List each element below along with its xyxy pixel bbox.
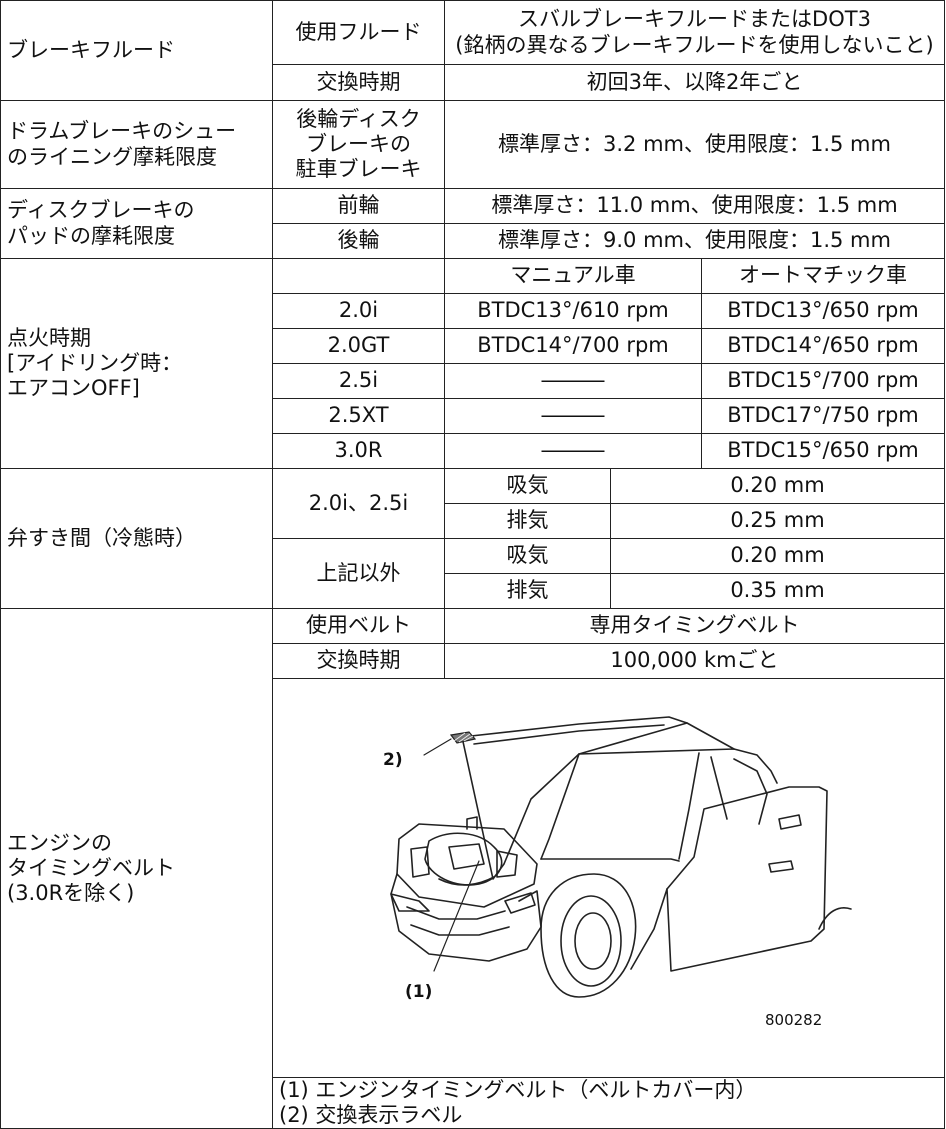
note-item: (2) 交換表示ラベル (279, 1102, 463, 1127)
valve-label: 弁すき間（冷態時） (0, 468, 273, 609)
brake-fluid-use-value: スバルブレーキフルードまたはDOT3 (銘柄の異なるブレーキフルードを使用しない… (444, 0, 945, 65)
valve-intake-label: 吸気 (444, 468, 611, 504)
belt-line (540, 858, 680, 862)
valve-model: 2.0i、2.5i (272, 468, 445, 539)
rear-quarter-window (733, 758, 768, 825)
figure-code: 800282 (765, 1011, 822, 1029)
front-rim (574, 912, 612, 970)
hood-edge-line (473, 724, 665, 745)
ignition-model: 2.5i (272, 363, 445, 399)
ignition-auto: BTDC15°/650 rpm (701, 433, 945, 469)
timing-belt-label: エンジンの タイミングベルト (3.0Rを除く) (0, 608, 273, 1129)
car-figure-cell: 2) (1) 800282 (272, 677, 945, 1079)
disc-brake-wheel: 前輪 (272, 188, 445, 224)
ignition-col-auto: オートマチック車 (701, 258, 945, 294)
callout-label-1: (1) (405, 982, 432, 1002)
door-handle (778, 814, 802, 830)
timing-belt-cover (448, 843, 485, 870)
open-door (666, 786, 828, 972)
ignition-manual: ――― (444, 398, 702, 434)
valve-intake-label: 吸気 (444, 538, 611, 574)
disc-brake-value: 標準厚さ：11.0 mm、使用限度：1.5 mm (444, 188, 945, 224)
ignition-model: 3.0R (272, 433, 445, 469)
drum-brake-value: 標準厚さ：3.2 mm、使用限度：1.5 mm (444, 100, 945, 189)
brake-fluid-interval-value: 初回3年、以降2年ごと (444, 64, 945, 101)
timing-belt-interval-value: 100,000 kmごと (444, 643, 945, 679)
headlight-left (390, 893, 430, 912)
engine-hose (438, 876, 495, 886)
headlight-right (504, 892, 536, 914)
note-item: (1) エンジンタイミングベルト（ベルトカバー内） (279, 1078, 757, 1103)
ignition-auto: BTDC14°/650 rpm (701, 328, 945, 364)
window-frame (710, 756, 728, 820)
ignition-manual: BTDC14°/700 rpm (444, 328, 702, 364)
valve-exhaust-value: 0.25 mm (610, 503, 945, 539)
engine-bay-outline (396, 823, 538, 908)
ignition-manual: ――― (444, 433, 702, 469)
ignition-manual: BTDC13°/610 rpm (444, 293, 702, 329)
replacement-label-patch (449, 731, 477, 744)
ignition-model: 2.0GT (272, 328, 445, 364)
brake-fluid-interval-label: 交換時期 (272, 64, 445, 101)
rear-wheel-arch (818, 907, 852, 930)
engine-cap (466, 816, 478, 830)
brake-fluid-label: ブレーキフルード (0, 0, 273, 101)
callout-line-1 (433, 860, 480, 972)
timing-belt-belt-value: 専用タイミングベルト (444, 608, 945, 644)
figure-notes: (1) エンジンタイミングベルト（ベルトカバー内） (2) 交換表示ラベル (272, 1077, 945, 1129)
battery (410, 846, 430, 878)
a-pillar (540, 753, 580, 860)
callout-line-2 (423, 738, 452, 756)
ignition-auto: BTDC13°/650 rpm (701, 293, 945, 329)
drum-brake-sub: 後輪ディスク ブレーキの 駐車ブレーキ (272, 100, 445, 189)
engine-block (424, 832, 503, 886)
valve-intake-value: 0.20 mm (610, 468, 945, 504)
brake-fluid-use-label: 使用フルード (272, 0, 445, 65)
coolant-tank (496, 850, 518, 878)
grille-top (406, 906, 506, 920)
valve-exhaust-label: 排気 (444, 503, 611, 539)
timing-belt-belt-label: 使用ベルト (272, 608, 445, 644)
disc-brake-value: 標準厚さ：9.0 mm、使用限度：1.5 mm (444, 223, 945, 259)
roof-line (578, 748, 778, 784)
ignition-label: 点火時期 [アイドリング時： エアコンOFF] (0, 258, 273, 469)
body-side-line (630, 888, 668, 970)
ignition-manual: ――― (444, 363, 702, 399)
front-tire (560, 895, 622, 987)
door-lock (768, 860, 794, 873)
front-wheel-arch (540, 873, 637, 998)
ignition-model: 2.0i (272, 293, 445, 329)
valve-model: 上記以外 (272, 538, 445, 609)
drum-brake-label: ドラムブレーキのシュー のライニング摩耗限度 (0, 100, 273, 189)
valve-intake-value: 0.20 mm (610, 538, 945, 574)
valve-exhaust-value: 0.35 mm (610, 573, 945, 609)
front-bumper (390, 873, 542, 962)
ignition-header-blank (272, 258, 445, 294)
car-engine-illustration: 2) (1) 800282 (383, 716, 852, 1029)
callout-label-2: 2) (383, 750, 403, 770)
ignition-auto: BTDC17°/750 rpm (701, 398, 945, 434)
ignition-col-manual: マニュアル車 (444, 258, 702, 294)
b-pillar (678, 752, 700, 860)
ignition-model: 2.5XT (272, 398, 445, 434)
ignition-auto: BTDC15°/700 rpm (701, 363, 945, 399)
valve-exhaust-label: 排気 (444, 573, 611, 609)
disc-brake-wheel: 後輪 (272, 223, 445, 259)
grille-bottom (410, 924, 510, 936)
timing-belt-interval-label: 交換時期 (272, 643, 445, 679)
disc-brake-label: ディスクブレーキの パッドの摩耗限度 (0, 188, 273, 259)
hood-hinge-line (686, 722, 735, 750)
